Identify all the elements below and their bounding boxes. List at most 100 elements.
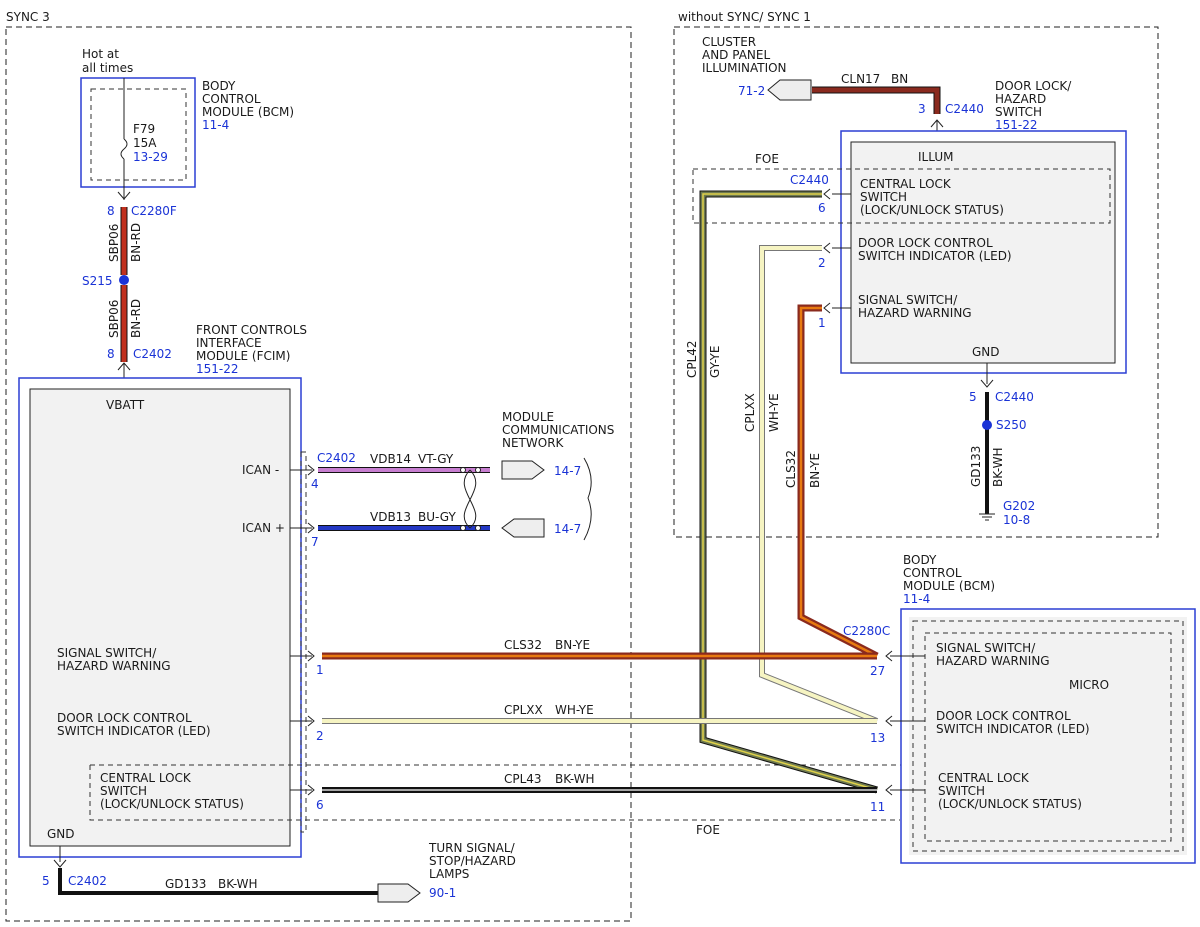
fcim-connector-gnd: C2402 — [68, 874, 107, 888]
fuse-ref[interactable]: 13-29 — [133, 150, 168, 164]
door-gnd-circuit: GD133 — [969, 446, 983, 487]
turn-signal-ref[interactable]: 90-1 — [429, 886, 456, 900]
can-network-3: NETWORK — [502, 436, 565, 450]
fcim-ref[interactable]: 151-22 — [196, 362, 239, 376]
cln17-color: BN — [891, 72, 908, 86]
bcm-right-ref[interactable]: 11-4 — [903, 592, 930, 606]
vdb14-color: VT-GY — [418, 452, 454, 466]
fcim-inner-box — [29, 388, 291, 847]
vdb13-circuit: VDB13 — [370, 510, 411, 524]
bcm-top-ref[interactable]: 11-4 — [202, 118, 229, 132]
gd133-color: BK-WH — [218, 877, 258, 891]
cls32-vertical-wire: CLS32 BN-YE — [784, 304, 879, 660]
bcm-right-central-3: (LOCK/UNLOCK STATUS) — [938, 797, 1082, 811]
cln17-circuit: CLN17 — [841, 72, 880, 86]
fcim-gnd: GND — [47, 827, 75, 841]
connector-chevron-icon — [980, 379, 994, 388]
door-switch-doorlock-2: SWITCH INDICATOR (LED) — [858, 249, 1012, 263]
fcim-pin-signal: 1 — [316, 663, 324, 677]
door-switch-name-3: SWITCH — [995, 105, 1042, 119]
cplxx-horizontal-wire: CPLXX WH-YE — [322, 703, 877, 724]
splice-s250-dot — [982, 420, 992, 430]
fcim-connector-dashed-strip — [300, 451, 307, 833]
vdb13-ref[interactable]: 14-7 — [554, 522, 581, 536]
door-switch-foe-region — [692, 168, 1111, 224]
fcim-pin-gnd: 5 — [42, 874, 50, 888]
ground-point-ref[interactable]: 10-8 — [1003, 513, 1030, 527]
cpl42-wire: CPL42 GY-YE — [685, 190, 878, 794]
door-switch-pin-central: 6 — [818, 201, 826, 215]
gd133-circuit: GD133 — [165, 877, 206, 891]
fcim-pin-ican-plus: 7 — [311, 535, 319, 549]
door-switch-pin-gnd: 5 — [969, 390, 977, 404]
fcim-signal-2: HAZARD WARNING — [57, 659, 171, 673]
bcm-right-doorlock-1: DOOR LOCK CONTROL — [936, 709, 1071, 723]
gd133-wire — [58, 868, 378, 895]
door-switch-pin-illum: 3 — [918, 102, 926, 116]
splice-s215-dot — [119, 275, 129, 285]
bcm-right-signal-1: SIGNAL SWITCH/ — [936, 641, 1036, 655]
foe-bottom-label: FOE — [696, 823, 720, 837]
cls32-horizontal-circuit: CLS32 — [504, 638, 542, 652]
cplxx-horizontal-color: WH-YE — [555, 703, 594, 717]
turn-signal-connector[interactable] — [377, 883, 421, 903]
door-gnd-color: BK-WH — [991, 447, 1005, 487]
door-switch-signal-2: HAZARD WARNING — [858, 306, 972, 320]
fcim-pin-doorlock: 2 — [316, 729, 324, 743]
cpl43-horizontal-wire: CPL43 BK-WH — [322, 772, 877, 793]
fcim-pin-stubs — [290, 464, 315, 796]
fcim-central-2: SWITCH — [100, 784, 147, 798]
door-switch-central-3: (LOCK/UNLOCK STATUS) — [860, 203, 1004, 217]
cluster-illumination: CLUSTER AND PANEL ILLUMINATION 71-2 CLN1… — [702, 35, 941, 114]
vdb14-connector[interactable] — [501, 460, 545, 480]
sbp06-color-upper: BN-RD — [129, 223, 143, 262]
bcm-top-name-1: BODY — [202, 79, 236, 93]
door-switch-illum: ILLUM — [918, 150, 953, 164]
door-switch-inner-box — [850, 141, 1116, 364]
network-brace-icon — [583, 457, 592, 541]
cplxx-vertical-color: WH-YE — [767, 393, 781, 432]
bcm-right-pin-central: 11 — [870, 800, 885, 814]
fcim-signal-1: SIGNAL SWITCH/ — [57, 646, 157, 660]
fuse-id: F79 — [133, 122, 155, 136]
bcm-top-name-2: CONTROL — [202, 92, 261, 106]
ground-point: G202 — [1003, 499, 1035, 513]
bcm-top-box — [80, 77, 196, 188]
bcm-top-name-3: MODULE (BCM) — [202, 105, 294, 119]
splice-s215-label: S215 — [82, 274, 113, 288]
can-network: MODULE COMMUNICATIONS NETWORK VDB14 VT-G… — [318, 410, 614, 541]
cluster-ref[interactable]: 71-2 — [738, 84, 765, 98]
sbp06-circuit-lower: SBP06 — [107, 300, 121, 338]
door-switch-connector-central: C2440 — [790, 173, 829, 187]
splice-s250-label: S250 — [996, 418, 1027, 432]
sbp06-color-lower: BN-RD — [129, 299, 143, 338]
vdb13-connector[interactable] — [501, 518, 545, 538]
door-switch-foe-label: FOE — [755, 152, 779, 166]
cplxx-vertical-wire: CPLXX WH-YE — [743, 245, 879, 724]
cpl42-color: GY-YE — [708, 346, 722, 378]
fcim-central-3: (LOCK/UNLOCK STATUS) — [100, 797, 244, 811]
bcm-right-pin-doorlock: 13 — [870, 731, 885, 745]
cluster-label-1: CLUSTER — [702, 35, 756, 49]
ground-symbol-icon — [979, 513, 995, 521]
sync3-section-frame — [5, 26, 632, 922]
door-switch-name-2: HAZARD — [995, 92, 1046, 106]
bcm-right-dashed-2 — [924, 632, 1172, 842]
turn-signal-dest-2: STOP/HAZARD — [429, 854, 516, 868]
door-switch-central-1: CENTRAL LOCK — [860, 177, 952, 191]
bcm-top-pin: 8 — [107, 204, 115, 218]
vdb13-color: BU-GY — [418, 510, 456, 524]
fcim-name-3: MODULE (FCIM) — [196, 349, 290, 363]
door-switch-ref[interactable]: 151-22 — [995, 118, 1038, 132]
fuse-rating: 15A — [133, 136, 157, 150]
cplxx-vertical-circuit: CPLXX — [743, 393, 757, 432]
door-switch-name-1: DOOR LOCK/ — [995, 79, 1072, 93]
door-switch-pin-doorlock: 2 — [818, 256, 826, 270]
fcim-connector-top: C2402 — [133, 347, 172, 361]
cluster-connector[interactable] — [767, 79, 812, 101]
can-network-1: MODULE — [502, 410, 554, 424]
vdb14-ref[interactable]: 14-7 — [554, 464, 581, 478]
door-switch-central-2: SWITCH — [860, 190, 907, 204]
cls32-horizontal-wire: CLS32 BN-YE — [322, 638, 877, 660]
bcm-right-name-2: CONTROL — [903, 566, 962, 580]
